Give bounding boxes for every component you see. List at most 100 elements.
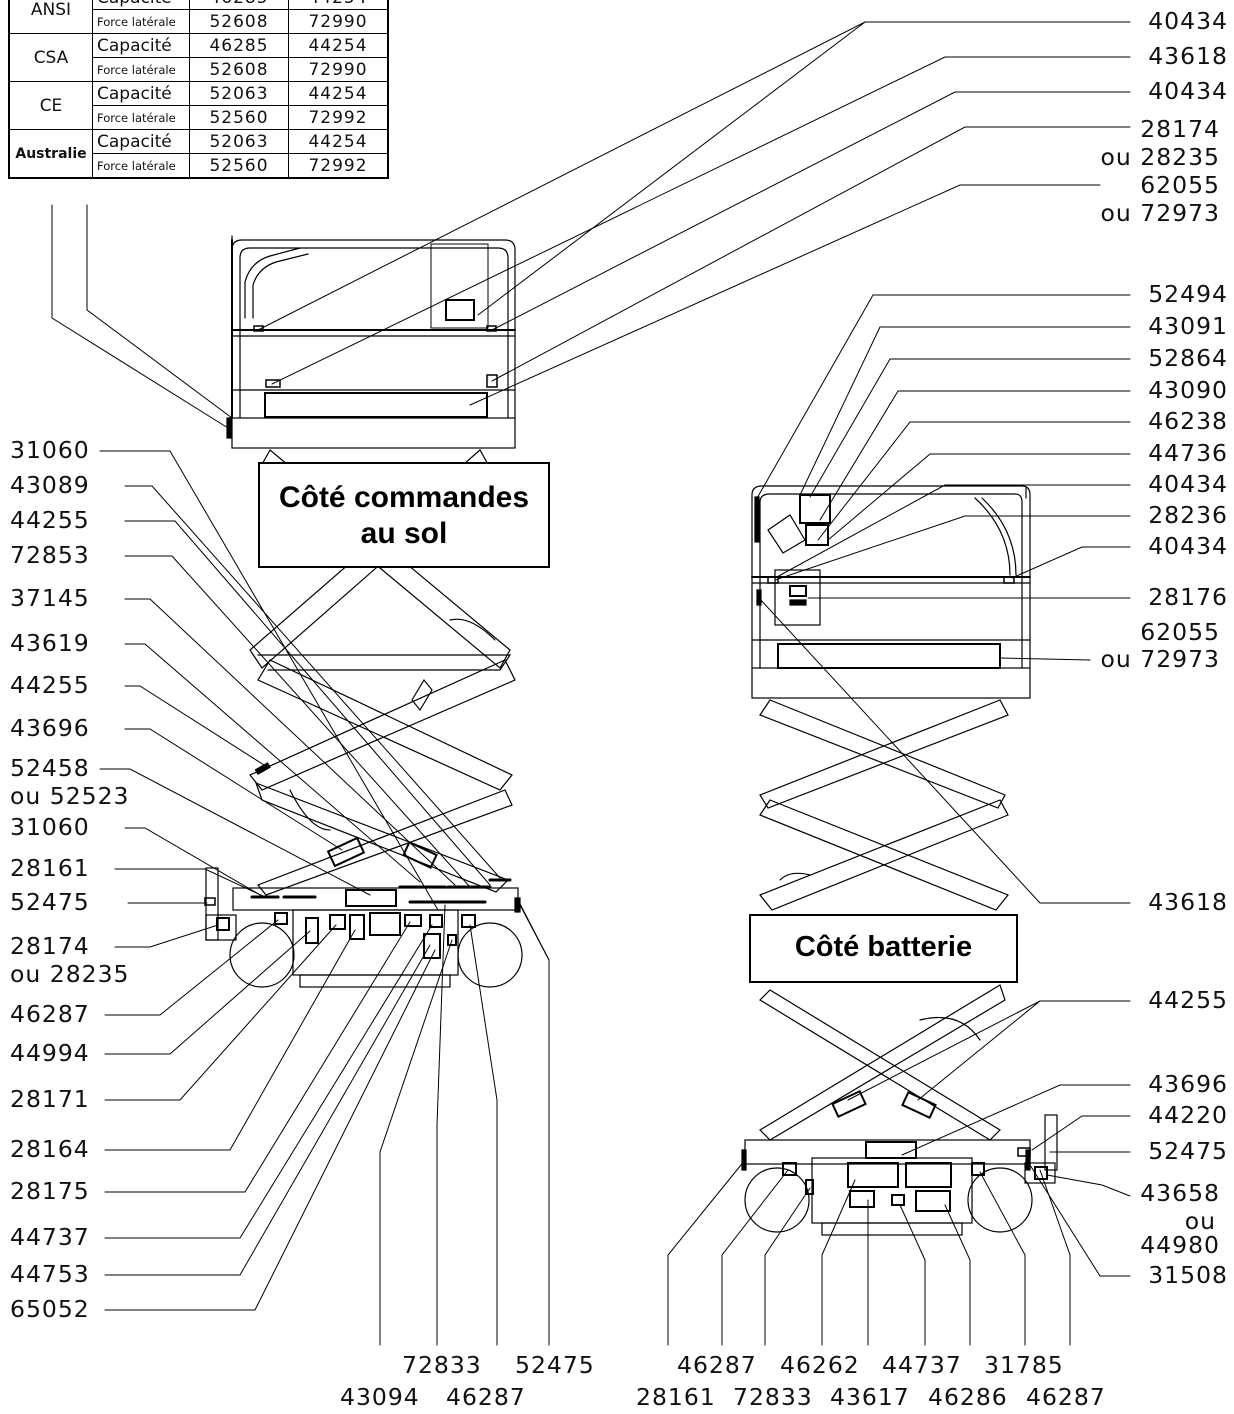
callout-label: 52494 [1148,280,1228,308]
table-row: Force latérale 52608 72990 [9,57,389,82]
part-number-cell: 44254 [288,129,389,154]
leader-lines [51,21,1131,1346]
callout-label: 62055 [1140,171,1220,199]
callout-label: 31060 [10,436,90,464]
table-row: Australie Capacité 52063 44254 [8,129,389,179]
part-number-cell: 44254 [288,0,389,10]
callout-label: 28175 [10,1177,90,1205]
part-number-cell: 52608 [189,57,289,82]
part-number-cell: 46285 [189,0,289,10]
callout-label: 44737 [10,1223,90,1251]
callout-label: 62055 [1140,618,1220,646]
callout-label: 44255 [1148,986,1228,1014]
rating-type-cell: Capacité [92,81,190,106]
right-chassis [741,1114,1058,1236]
rating-type-cell: Force latérale [92,9,190,34]
rating-type-cell: Capacité [92,129,190,154]
callout-label: 46287 [677,1351,757,1379]
part-number-cell: 52063 [189,129,289,154]
part-number-cell: 52560 [189,105,289,130]
region-cell: Australie [8,129,93,179]
battery-side-heading: Côté batterie [749,914,1018,983]
callout-label: 28174 [10,932,90,960]
callout-label: ou [1184,1207,1216,1235]
right-platform [751,485,1031,699]
region-cell: CE [8,81,93,130]
callout-label: 43617 [830,1383,910,1411]
callout-label: 43094 [340,1383,420,1411]
rating-type-cell: Force latérale [92,57,190,82]
part-number-cell: 52063 [189,81,289,106]
callout-label: 43090 [1148,376,1228,404]
part-number-cell: 44254 [288,81,389,106]
table-row: Force latérale 52560 72992 [9,105,389,130]
callout-label: ou 72973 [1100,199,1220,227]
callout-label: 37145 [10,584,90,612]
callout-label: 44220 [1148,1101,1228,1129]
region-cell: ANSI [8,0,93,34]
callout-label: 46262 [780,1351,860,1379]
heading-line: Côté commandes [278,481,530,514]
callout-label: 72833 [402,1351,482,1379]
callout-label: 52475 [1148,1137,1228,1165]
part-number-cell: 72992 [288,105,389,130]
callout-label: 28171 [10,1085,90,1113]
left-platform [226,235,516,449]
rating-type-cell: Capacité [92,0,190,10]
heading-line: au sol [360,517,448,550]
callout-label: 31508 [1148,1261,1228,1289]
callout-label: ou 28235 [1100,143,1220,171]
callout-label: 44980 [1140,1231,1220,1259]
part-number-cell: 52560 [189,153,289,179]
region-cell: CSA [8,33,93,82]
rating-type-cell: Force latérale [92,105,190,130]
callout-label: 43089 [10,471,90,499]
callout-label: 46238 [1148,407,1228,435]
callout-label: ou 28235 [10,960,130,988]
callout-label: 43696 [1148,1070,1228,1098]
ground-controls-side-heading: Côté commandes au sol [258,462,550,568]
table-row: CE Capacité 52063 44254 [8,81,389,130]
callout-label: 44255 [10,671,90,699]
callout-label: ou 72973 [1100,645,1220,673]
callout-label: 40434 [1148,470,1228,498]
callout-label: 43696 [10,714,90,742]
callout-label: 43619 [10,629,90,657]
callout-label: 43618 [1148,42,1228,70]
callout-label: 43091 [1148,312,1228,340]
callout-label: 46287 [10,1000,90,1028]
callout-label: 28176 [1148,583,1228,611]
callout-label: 44736 [1148,439,1228,467]
table-row: ANSI Capacité 46285 44254 [8,0,389,34]
callout-label: 46287 [1026,1383,1106,1411]
callout-label: 44255 [10,506,90,534]
callout-label: 28161 [636,1383,716,1411]
callout-label: 52458 [10,754,90,782]
callout-label: 52864 [1148,344,1228,372]
callout-label: 40434 [1148,77,1228,105]
callout-label: 44994 [10,1039,90,1067]
rating-type-cell: Force latérale [92,153,190,179]
callout-label: 46286 [928,1383,1008,1411]
callout-label: 40434 [1148,7,1228,35]
callout-label: 65052 [10,1295,90,1323]
part-number-cell: 52608 [189,9,289,34]
part-number-cell: 72992 [288,153,389,179]
callout-label: 72833 [733,1383,813,1411]
callout-label: 46287 [446,1383,526,1411]
callout-label: 31785 [984,1351,1064,1379]
callout-label: 44737 [882,1351,962,1379]
table-row: CSA Capacité 46285 44254 [8,33,389,82]
callout-label: 43658 [1140,1179,1220,1207]
callout-label: 72853 [10,541,90,569]
capacity-spec-table: ANSI Capacité 46285 44254 Force latérale… [8,0,389,179]
table-row: Force latérale 52560 72992 [9,153,389,179]
callout-label: 28164 [10,1135,90,1163]
part-number-cell: 44254 [288,33,389,58]
callout-label: 52475 [10,888,90,916]
part-number-cell: 72990 [288,57,389,82]
callout-label: 31060 [10,813,90,841]
callout-label: 40434 [1148,532,1228,560]
